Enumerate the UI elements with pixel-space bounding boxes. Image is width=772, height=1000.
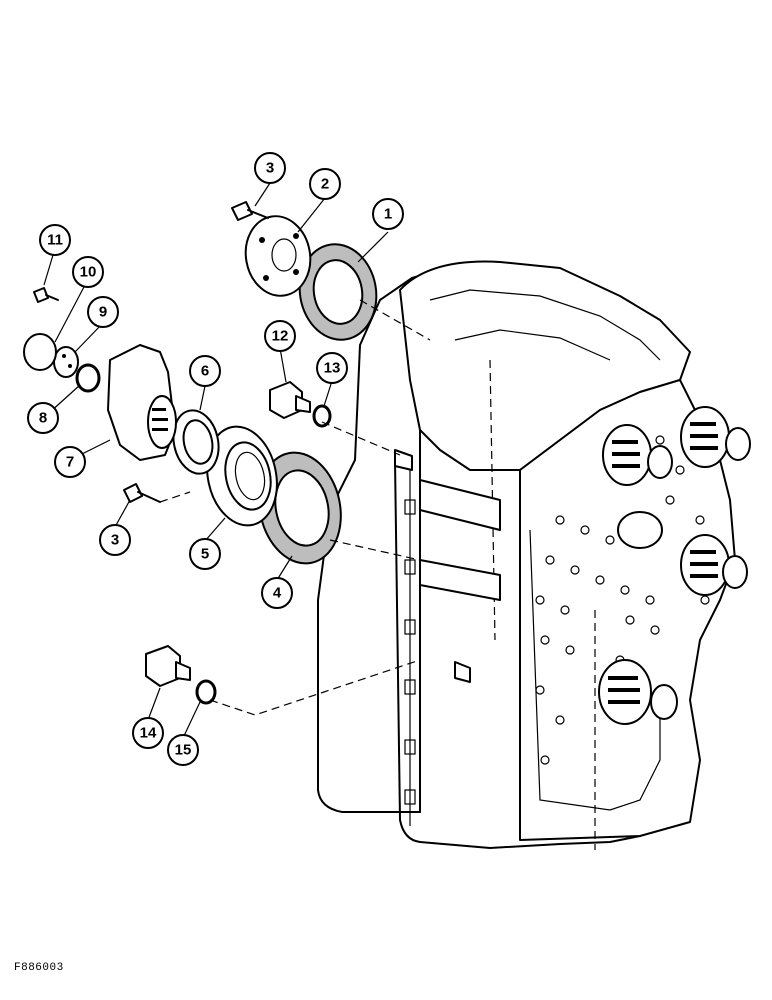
svg-text:6: 6 bbox=[201, 363, 209, 380]
part-8-o-ring bbox=[75, 363, 101, 393]
svg-text:7: 7 bbox=[66, 454, 74, 471]
figure-id: F886003 bbox=[14, 962, 64, 974]
svg-text:10: 10 bbox=[80, 264, 97, 281]
callout-3-lower: 3 bbox=[99, 524, 131, 556]
callout-7: 7 bbox=[54, 446, 86, 478]
callout-12: 12 bbox=[264, 320, 296, 352]
callout-14: 14 bbox=[132, 717, 164, 749]
part-3-bolt-lower bbox=[123, 483, 161, 503]
callout-8: 8 bbox=[27, 402, 59, 434]
transmission-housing bbox=[317, 260, 751, 850]
svg-text:1: 1 bbox=[384, 206, 392, 223]
svg-text:12: 12 bbox=[272, 328, 289, 345]
part-7-yoke bbox=[107, 344, 177, 461]
svg-text:2: 2 bbox=[321, 176, 329, 193]
svg-text:13: 13 bbox=[324, 360, 341, 377]
callout-15: 15 bbox=[167, 734, 199, 766]
svg-text:15: 15 bbox=[175, 742, 192, 759]
assembly-lines bbox=[159, 299, 431, 716]
callout-leaders bbox=[43, 182, 389, 739]
callout-1: 1 bbox=[372, 198, 404, 230]
output-shafts bbox=[598, 406, 751, 725]
callout-5: 5 bbox=[189, 538, 221, 570]
svg-text:5: 5 bbox=[201, 546, 209, 563]
callout-2: 2 bbox=[309, 168, 341, 200]
part-9-washer bbox=[53, 346, 79, 378]
svg-text:8: 8 bbox=[39, 410, 47, 427]
part-10-plate bbox=[23, 333, 57, 371]
part-13-o-ring bbox=[312, 404, 332, 428]
callout-3-upper: 3 bbox=[254, 152, 286, 184]
svg-text:3: 3 bbox=[266, 160, 274, 177]
callout-9: 9 bbox=[87, 296, 119, 328]
svg-text:4: 4 bbox=[273, 585, 282, 602]
part-2-cover-plate bbox=[244, 215, 312, 297]
callout-13: 13 bbox=[316, 352, 348, 384]
part-14-plug bbox=[145, 645, 191, 687]
callout-10: 10 bbox=[72, 256, 104, 288]
svg-text:11: 11 bbox=[47, 232, 63, 249]
svg-text:14: 14 bbox=[140, 725, 157, 742]
part-6-seal bbox=[172, 409, 220, 475]
part-5-retainer bbox=[206, 425, 278, 527]
part-12-plug bbox=[269, 381, 311, 419]
svg-text:3: 3 bbox=[111, 532, 119, 549]
part-3-bolt-upper bbox=[231, 201, 269, 221]
callout-6: 6 bbox=[189, 355, 221, 387]
part-15-o-ring bbox=[195, 679, 217, 705]
svg-text:9: 9 bbox=[99, 304, 107, 321]
callout-11: 11 bbox=[39, 224, 71, 256]
part-1-gasket bbox=[298, 243, 378, 341]
part-4-gasket bbox=[258, 451, 342, 565]
callout-4: 4 bbox=[261, 577, 293, 609]
part-11-bolt bbox=[33, 287, 59, 303]
